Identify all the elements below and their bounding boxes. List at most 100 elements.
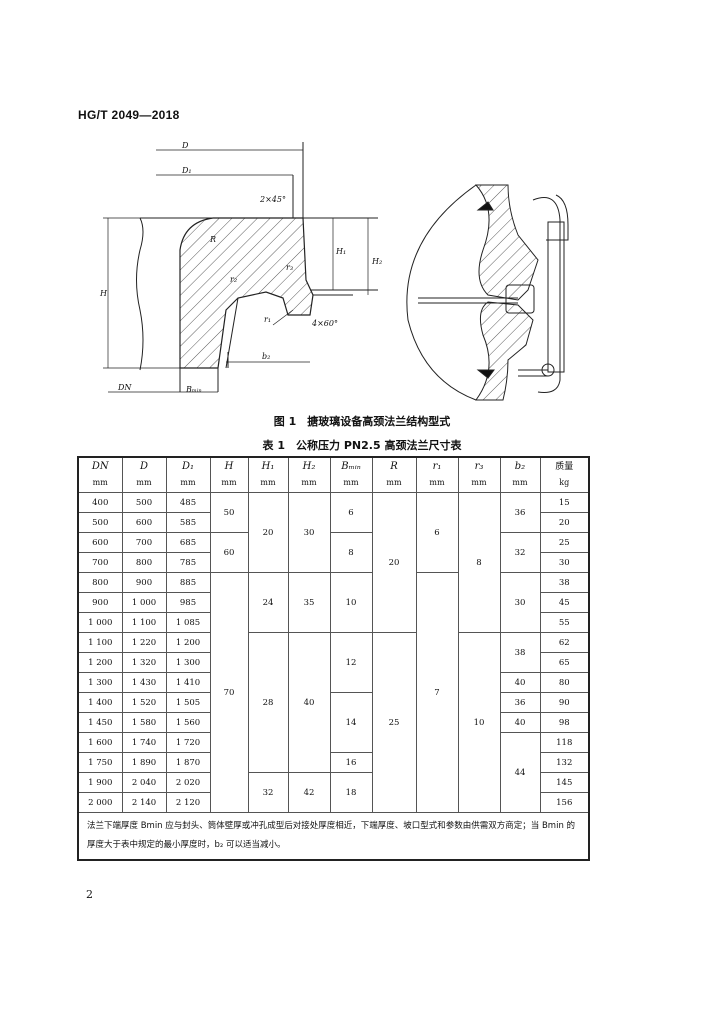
cell-d1: 1 870: [165, 752, 211, 773]
cell-d1: 1 300: [165, 652, 211, 673]
label-b2: b₂: [262, 352, 270, 361]
table-row: 1 900 2 040 2 020 32 42 18 145: [77, 772, 590, 813]
cell-d1: 1 505: [165, 692, 211, 713]
label-r2: r₂: [230, 275, 237, 284]
cell-d1: 2 120: [165, 792, 211, 813]
standard-code: HG/T 2049—2018: [78, 108, 180, 122]
cell-d1: 1 200: [165, 632, 211, 653]
cell-d1: 985: [165, 592, 211, 613]
table-note-row: 法兰下端厚度 Bmin 应与封头、筒体壁厚或冲孔成型后对接处厚度相近，下端厚度、…: [77, 812, 590, 861]
cell-h1: 28: [247, 632, 289, 773]
cell-d: 900: [121, 572, 167, 593]
cell-d: 1 740: [121, 732, 167, 753]
cell-mass: 38: [539, 572, 590, 593]
cell-h2: 30: [287, 492, 331, 573]
cell-b2: 36: [499, 492, 541, 533]
cell-dn: 1 100: [77, 632, 123, 653]
cell-d1: 585: [165, 512, 211, 533]
label-H2: H₂: [371, 257, 382, 266]
cell-h2: 35: [287, 572, 331, 633]
label-chamfer: 2×45°: [259, 195, 286, 204]
cell-d: 2 040: [121, 772, 167, 793]
cell-r1: 7: [415, 572, 459, 813]
cell-d: 700: [121, 532, 167, 553]
cell-dn: 2 000: [77, 792, 123, 813]
cell-d1: 1 560: [165, 712, 211, 733]
cell-d: 1 890: [121, 752, 167, 773]
cell-mass: 145: [539, 772, 590, 793]
table-note: 法兰下端厚度 Bmin 应与封头、筒体壁厚或冲孔成型后对接处厚度相近，下端厚度、…: [77, 812, 590, 861]
cell-dn: 900: [77, 592, 123, 613]
cell-mass: 98: [539, 712, 590, 733]
label-chamfer2: 4×60°: [311, 319, 338, 328]
cell-mass: 132: [539, 752, 590, 773]
cell-mass: 156: [539, 792, 590, 813]
cell-mass: 20: [539, 512, 590, 533]
cell-mass: 80: [539, 672, 590, 693]
cell-bmin: 16: [329, 752, 373, 773]
cell-d: 1 430: [121, 672, 167, 693]
cell-d: 800: [121, 552, 167, 573]
dimension-lines: [103, 149, 369, 393]
flange-drawing: D D₁ 2×45° R H₁ H₂ H r₃ r₂ r₁ 4×60° b₂ D…: [99, 141, 569, 401]
table-row: 600 700 685 60 8 32 25: [77, 532, 590, 573]
cell-mass: 55: [539, 612, 590, 633]
page-number: 2: [86, 888, 93, 901]
cell-d1: 785: [165, 552, 211, 573]
table-row: 1 300 1 430 1 410 40 80: [77, 672, 590, 693]
cell-d1: 485: [165, 492, 211, 513]
cell-d: 1 320: [121, 652, 167, 673]
cell-mass: 30: [539, 552, 590, 573]
cell-dn: 400: [77, 492, 123, 513]
cell-b2: 36: [499, 692, 541, 713]
table-row: 400 500 485 50 20 30 6 20 6 8 36 15: [77, 492, 590, 633]
cell-mass: 90: [539, 692, 590, 713]
cell-r3: 10: [457, 632, 501, 813]
cell-bmin: 10: [329, 572, 373, 633]
cell-bmin: 18: [329, 772, 373, 813]
cell-r1: 6: [415, 492, 459, 573]
cell-mass: 65: [539, 652, 590, 673]
table-row: 1 450 1 580 1 560 40 98: [77, 712, 590, 733]
cell-dn: 500: [77, 512, 123, 533]
cell-bmin: 8: [329, 532, 373, 573]
label-R: R: [209, 235, 216, 244]
cell-h2: 40: [287, 632, 331, 773]
cell-dn: 1 300: [77, 672, 123, 693]
cell-d: 1 520: [121, 692, 167, 713]
table-caption: 表 1 公称压力 PN2.5 高颈法兰尺寸表: [262, 439, 462, 452]
cell-bmin: 6: [329, 492, 373, 533]
figure-caption: 图 1 搪玻璃设备高颈法兰结构型式: [273, 415, 451, 428]
cell-h1: 32: [247, 772, 289, 813]
cell-b2: 44: [499, 732, 541, 813]
cell-d1: 1 085: [165, 612, 211, 633]
label-D1: D₁: [181, 166, 192, 175]
cell-mass: 15: [539, 492, 590, 513]
cell-mass: 45: [539, 592, 590, 613]
label-Bmin: Bₘᵢₙ: [185, 385, 202, 394]
cell-d1: 885: [165, 572, 211, 593]
cell-bmin: 14: [329, 692, 373, 753]
cell-r3: 8: [457, 492, 501, 633]
cell-dn: 1 200: [77, 652, 123, 673]
cell-b2: 40: [499, 672, 541, 693]
cell-b2: 30: [499, 572, 541, 633]
cell-b2: 32: [499, 532, 541, 573]
label-DN: DN: [117, 383, 132, 392]
label-r1: r₁: [264, 315, 271, 324]
cell-mass: 118: [539, 732, 590, 753]
cell-d: 1 100: [121, 612, 167, 633]
cell-dn: 700: [77, 552, 123, 573]
cell-d: 500: [121, 492, 167, 513]
cell-d1: 1 720: [165, 732, 211, 753]
